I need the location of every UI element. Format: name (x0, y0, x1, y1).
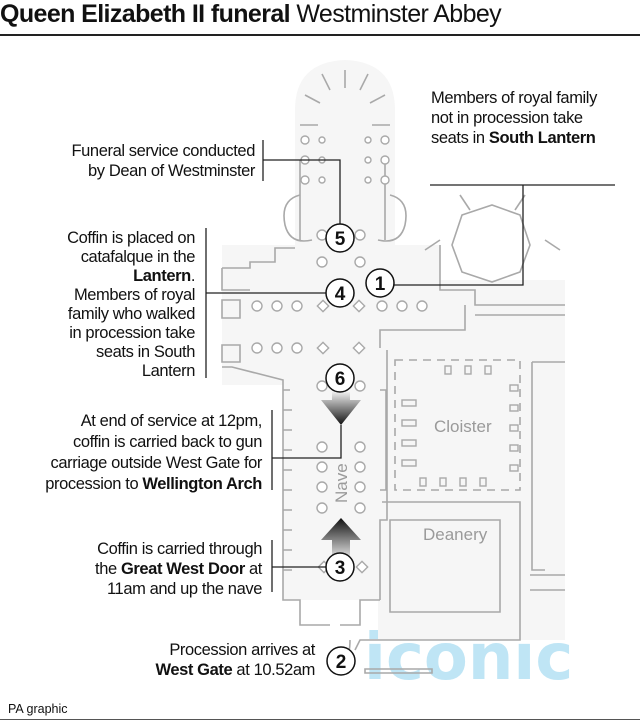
note-bold: South Lantern (488, 129, 596, 147)
note-line: carriage outside West Gate for (50, 454, 263, 472)
footer-rule (0, 719, 640, 720)
note-line: Coffin is carried through (97, 540, 262, 558)
note-dean: Funeral service conducted by Dean of Wes… (71, 141, 255, 181)
note-text: . (190, 267, 196, 285)
note-text: procession to (45, 475, 143, 493)
svg-text:2: 2 (336, 652, 347, 673)
note-bold: Wellington Arch (142, 475, 262, 493)
plan-walls (221, 124, 565, 674)
note-line: coffin is carried back to gun (73, 433, 262, 451)
note-line: not in procession take (431, 109, 583, 127)
note-text: at (244, 560, 262, 578)
note-bold: Lantern (133, 267, 191, 285)
note-text: seats in (431, 129, 489, 147)
note-line: At end of service at 12pm, (80, 412, 263, 430)
title-subtitle: Westminster Abbey (296, 0, 502, 28)
marker-3: 3 (325, 552, 355, 582)
note-line: seats in South (96, 343, 195, 361)
procession-arrow-up (321, 518, 361, 560)
title-bold: Queen Elizabeth II funeral (0, 0, 291, 28)
note-text: the (95, 560, 121, 578)
nave-label: Nave (332, 463, 351, 503)
marker-6: 6 (325, 363, 355, 393)
note-line: Lantern (141, 362, 196, 380)
marker-4: 4 (325, 278, 355, 308)
note-great-west-door: Coffin is carried through the Great West… (95, 539, 262, 599)
marker-1: 1 (365, 268, 395, 298)
note-line: Members of royal family (431, 89, 597, 107)
svg-text:1: 1 (375, 274, 386, 295)
note-end-service: At end of service at 12pm, coffin is car… (45, 411, 262, 495)
note-line: procession to Wellington Arch (45, 474, 262, 495)
note-bold: Great West Door (120, 560, 245, 578)
note-line: Coffin is placed on (67, 229, 195, 247)
note-west-gate: Procession arrives at West Gate at 10.52… (155, 640, 315, 680)
note-line: family who walked (67, 305, 195, 323)
deanery-label: Deanery (423, 525, 488, 544)
credit: PA graphic (8, 702, 68, 716)
note-line: in procession take (69, 324, 195, 342)
apse-chapels (283, 70, 407, 242)
svg-text:3: 3 (335, 558, 346, 579)
note-line: Members of royal (73, 286, 195, 304)
note-line: Procession arrives at (169, 641, 315, 659)
note-line: 11am and up the nave (107, 580, 262, 598)
note-line: Lantern. (67, 267, 195, 286)
note-text: at 10.52am (232, 661, 315, 679)
svg-text:6: 6 (335, 369, 346, 390)
cloister-label: Cloister (434, 417, 492, 436)
columns (251, 135, 428, 574)
note-line: Funeral service conducted (71, 142, 255, 160)
procession-arrow-down (321, 392, 361, 425)
leader-lines (205, 140, 615, 592)
note-south-lantern: Members of royal family not in processio… (431, 88, 597, 148)
marker-5: 5 (325, 223, 355, 253)
marker-2: 2 (326, 646, 356, 676)
note-bold: West Gate (155, 661, 233, 679)
note-line: by Dean of Westminster (88, 162, 255, 180)
note-line: the Great West Door at (95, 559, 262, 579)
note-lantern: Coffin is placed on catafalque in the La… (67, 229, 195, 381)
svg-text:5: 5 (335, 229, 346, 250)
title-rule (0, 34, 640, 36)
page-title: Queen Elizabeth II funeral Westminster A… (0, 0, 640, 29)
cloister-piers (401, 365, 519, 487)
note-line: catafalque in the (80, 248, 196, 266)
note-line: West Gate at 10.52am (155, 660, 315, 680)
note-line: seats in South Lantern (431, 128, 597, 148)
svg-text:4: 4 (335, 284, 346, 305)
